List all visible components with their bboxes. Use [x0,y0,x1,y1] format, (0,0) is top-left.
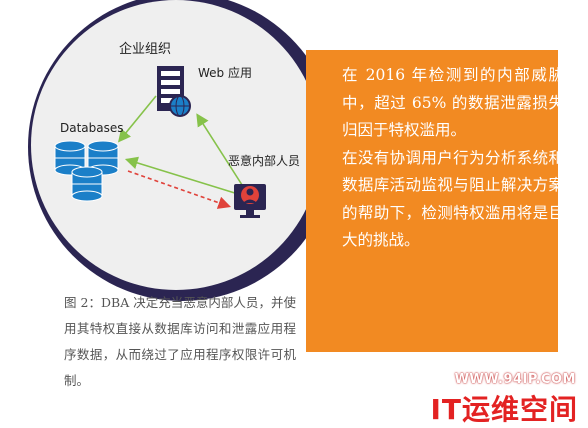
panel-paragraph-1: 在 2016 年检测到的内部威胁中，超过 65% 的数据泄露损失归因于特权滥用。 [342,66,564,139]
org-label: 企业组织 [119,42,172,57]
arrow-web-to-db [117,95,157,143]
watermark-url: WWW.94IP.COM [454,372,576,387]
figure-caption: 图 2：DBA 决定充当恶意内部人员，并使用其特权直接从数据库访问和泄露应用程序… [64,295,296,388]
panel-text: 在 2016 年检测到的内部威胁中，超过 65% 的数据泄露损失归因于特权滥用。… [342,62,564,255]
watermark-brand: IT运维空间 [430,393,578,426]
arrow-insider-to-web [196,113,245,189]
server-icon [157,66,191,117]
panel-paragraph-2: 在没有协调用户行为分析系统和数据库活动监视与阻止解决方案的帮助下，检测特权滥用将… [342,148,564,250]
databases-label: Databases [60,121,124,135]
web-app-label: Web 应用 [198,66,252,80]
arrow-insider-to-db [124,156,239,195]
database-icon [54,140,119,202]
orange-panel [306,50,558,352]
insider-label: 恶意内部人员 [228,154,301,168]
insider-icon [234,184,266,218]
arrow-exfiltrate [127,170,232,209]
